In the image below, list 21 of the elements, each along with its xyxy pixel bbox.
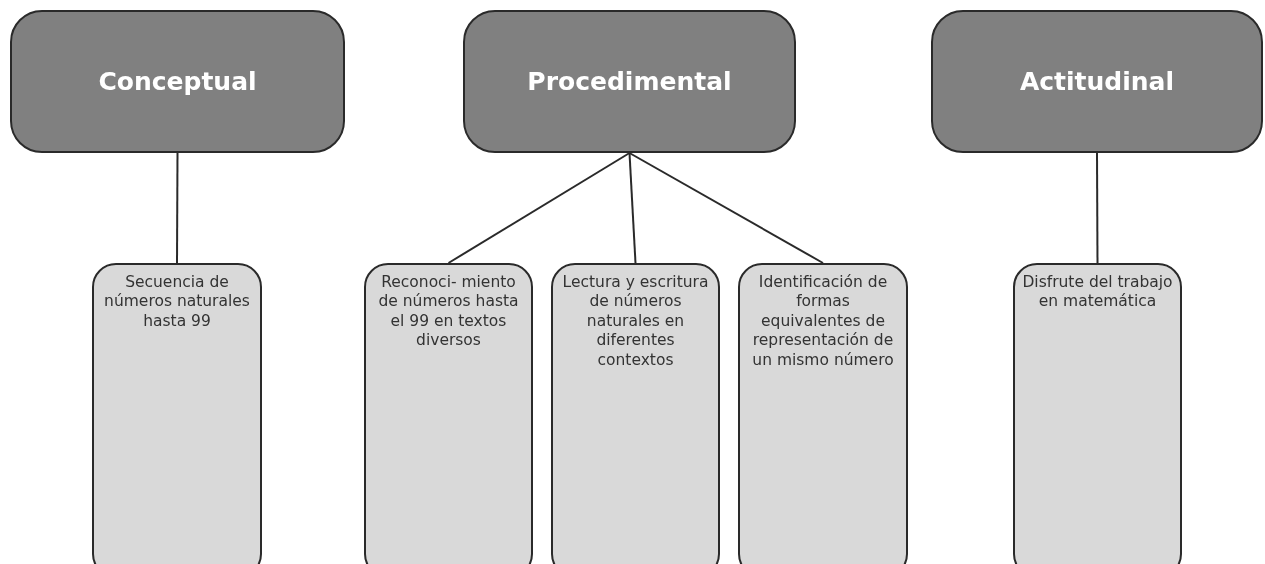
content-box	[738, 263, 908, 564]
connector-line	[628, 152, 637, 264]
category-title: Conceptual	[98, 67, 257, 96]
connector-line	[628, 152, 824, 264]
content-box	[92, 263, 262, 564]
content-text: Reconoci- miento de números hasta el 99 en textos diversos	[377, 273, 520, 351]
category-box	[10, 10, 345, 153]
category-box	[931, 10, 1263, 153]
connector-line	[176, 152, 179, 264]
connector-line	[447, 152, 631, 264]
content-text: Identificación de formas equivalentes de representación de un mismo número	[751, 273, 895, 370]
content-text: Secuencia de números naturales hasta 99	[103, 273, 251, 332]
category-title: Actitudinal	[1019, 67, 1175, 96]
content-box	[364, 263, 533, 564]
content-text: Lectura y escritura de números naturales en diferentes contextos	[561, 273, 710, 370]
category-title: Procedimental	[527, 67, 732, 96]
content-box	[1013, 263, 1182, 564]
content-text: Disfrute del trabajo en matemática	[1021, 273, 1174, 312]
content-box	[551, 263, 720, 564]
category-box	[463, 10, 796, 153]
connector-line	[1096, 152, 1099, 264]
